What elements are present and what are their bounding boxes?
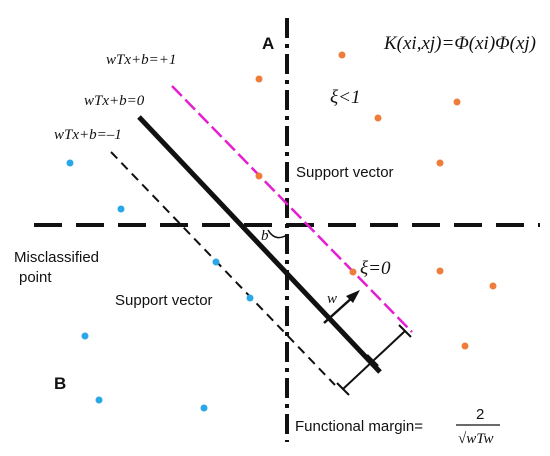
hyperplane-equation: wTx+b=0 [84,93,145,109]
point-orange [436,267,444,275]
point-orange [255,172,263,180]
support-vector-label-upper: Support vector [296,164,394,181]
margin-bracket [342,330,406,390]
margin-bracket-tick-low [336,382,350,396]
kernel-formula: K(xi,xj)=Φ(xi)Φ(xj) [383,33,536,54]
support-vector-label-lower: Support vector [115,292,213,309]
point-orange [374,114,382,122]
lower-hyperplane-equation: wTx+b=–1 [54,127,122,143]
upper-margin-line [171,85,413,333]
weight-vector [323,295,355,324]
point-orange [461,342,469,350]
point-blue [200,404,208,412]
bias-arc [267,229,288,239]
point-blue [81,332,89,340]
region-label-b: B [54,374,66,393]
weight-label: w [327,291,337,307]
point-orange [489,282,497,290]
point-blue [66,159,74,167]
point-blue [246,294,254,302]
point-blue [95,396,103,404]
lower-margin-line [110,151,336,386]
margin-numerator: 2 [476,406,484,423]
point-orange [453,98,461,106]
bias-label: b [261,228,269,244]
slack-label-lt-one: ξ<1 [330,87,360,108]
functional-margin-label: Functional margin= [295,418,423,435]
point-orange [436,159,444,167]
point-orange [338,51,346,59]
weight-arrowhead [346,290,360,303]
misclassified-label-line2: point [19,269,52,286]
slack-label-zero: ξ=0 [360,258,391,279]
decision-hyperplane [137,115,382,374]
margin-bracket-tick-high [398,324,412,338]
misclassified-label-line1: Misclassified [14,249,99,266]
upper-hyperplane-equation: wTx+b=+1 [106,52,176,68]
class-a-points [255,51,497,350]
point-blue [117,205,125,213]
class-b-points [66,159,254,412]
point-blue [212,258,220,266]
region-label-a: A [262,34,274,53]
margin-denominator: √wTw [458,431,493,447]
point-orange [349,268,357,276]
point-orange [255,75,263,83]
margin-bracket-mid [366,354,379,367]
